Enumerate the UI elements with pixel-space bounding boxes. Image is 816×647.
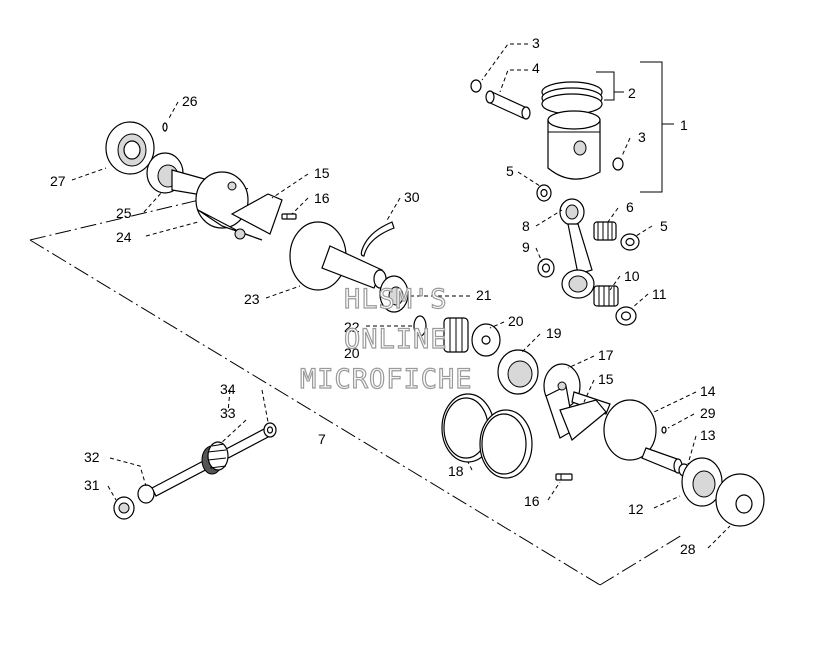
callout-7: 7 [318,431,326,447]
callout-3-top: 3 [532,35,540,51]
callout-20-left: 20 [344,345,360,361]
callout-21: 21 [476,287,492,303]
shaft-bushing-part [137,484,155,504]
needle-bearing-small-part [593,221,617,241]
callout-24: 24 [116,229,132,245]
circlip-right-part [612,157,624,171]
woodruff-key-part [162,122,168,132]
callout-4: 4 [532,60,540,76]
callout-15-right: 15 [598,371,614,387]
needle-bearing-large-part [593,285,619,307]
callout-29: 29 [700,405,716,421]
crankshaft-right-group [441,349,765,527]
crank-seal-left-part [105,121,155,175]
callout-8: 8 [522,218,530,234]
callout-16-right: 16 [524,493,540,509]
callout-15-left: 15 [314,165,330,181]
callout-28: 28 [680,541,696,557]
callout-10: 10 [624,268,640,284]
callout-20-right: 20 [508,313,524,329]
crank-half-outer-part [603,399,683,474]
callout-9: 9 [522,239,530,255]
callout-5-right: 5 [660,218,668,234]
crank-plate-right-part [559,399,607,441]
piston-group [470,61,674,193]
connecting-rod-group [536,184,640,326]
pump-shaft-group [113,422,277,520]
piston-part [547,110,601,180]
callout-2: 2 [628,85,636,101]
crank-seal-center-part [497,349,539,395]
callout-26: 26 [182,93,198,109]
callout-3-right: 3 [638,129,646,145]
callout-30: 30 [404,189,420,205]
callout-27: 27 [50,173,66,189]
callout-13: 13 [700,427,716,443]
crank-bearing-right-part [681,457,723,507]
callout-14: 14 [700,383,716,399]
circlip-left-part [470,79,482,93]
crank-plate-left-part [230,193,283,235]
connecting-rod-part [559,198,595,299]
callout-19: 19 [546,325,562,341]
callout-22: 22 [344,319,360,335]
crank-seal-right-part [715,473,765,527]
center-washer-part [471,323,501,357]
callout-12: 12 [628,501,644,517]
watermark-line-3: MICROFICHE [300,364,473,395]
watermark-line-1: HLSM'S [344,284,448,315]
callout-17: 17 [598,347,614,363]
callout-23: 23 [244,291,260,307]
callout-5-left: 5 [506,163,514,179]
center-bearing-part [443,317,469,353]
crank-center-part [289,221,387,291]
callout-labels: 1 2 3 3 4 5 5 6 7 8 9 10 11 12 13 14 15 … [50,35,716,557]
callout-25: 25 [116,205,132,221]
callout-31: 31 [84,477,100,493]
dowel-pin-left-part [281,213,297,220]
dowel-pin-right-part [555,473,573,481]
woodruff-key-right-part [661,426,667,434]
crankshaft-left-group [105,121,501,357]
piston-rings-part [541,81,603,115]
center-spacer-part [413,315,427,337]
callout-33: 33 [220,405,236,421]
wrist-pin-part [485,90,531,120]
leader-lines [71,43,731,549]
callout-34: 34 [220,381,236,397]
center-seal-part [379,275,409,313]
seal-rings-part [441,393,533,479]
callout-32: 32 [84,449,100,465]
watermark: HLSM'S ONLINE MICROFICHE [299,283,473,395]
callout-11: 11 [652,286,667,302]
callout-16-left: 16 [314,190,330,206]
watermark-line-2: ONLINE [344,324,448,355]
bracket-1 [640,61,663,193]
callout-6: 6 [626,199,634,215]
snap-ring-part [360,221,395,257]
callout-1: 1 [680,117,688,133]
pump-gear-part [201,441,229,475]
callout-18: 18 [448,463,464,479]
